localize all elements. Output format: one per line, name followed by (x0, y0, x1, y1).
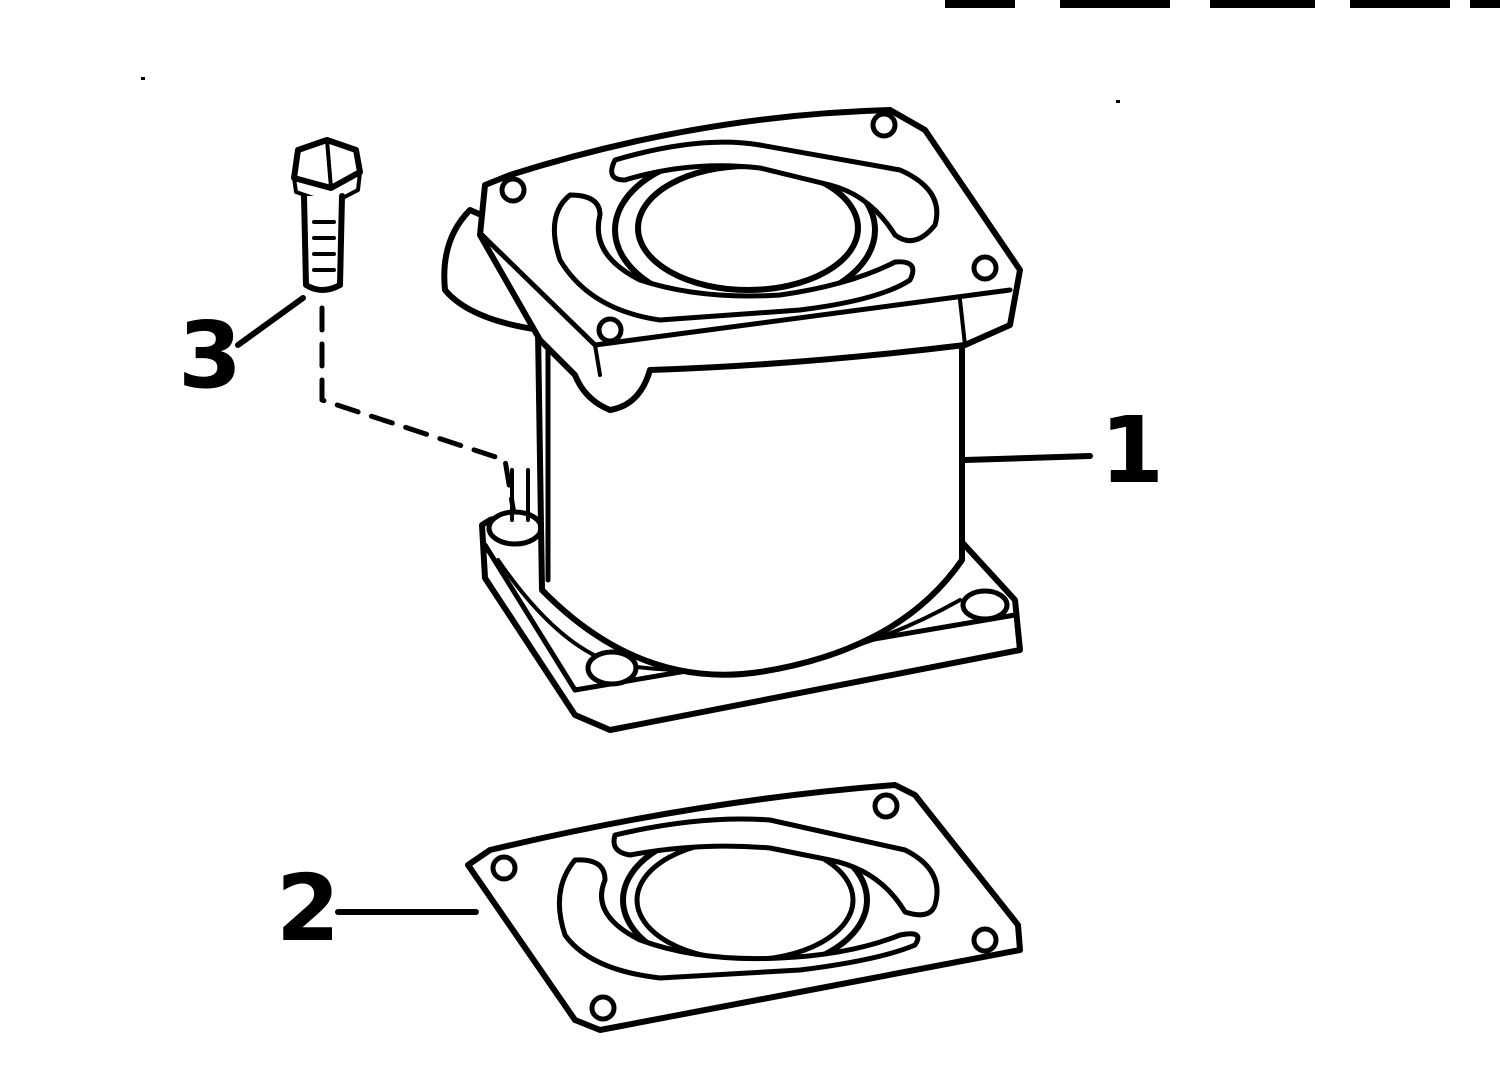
alignment-dashed-line (319, 305, 518, 523)
callout-3: 3 (178, 302, 242, 409)
cropped-header-lettering (945, 0, 1500, 8)
callout-1: 1 (1100, 397, 1164, 504)
gasket-part (465, 782, 1023, 1033)
speck (1116, 100, 1120, 103)
speck (141, 77, 145, 80)
housing-part (441, 107, 1023, 733)
callout-2: 2 (276, 855, 340, 962)
bolt-part (291, 137, 363, 293)
leader-lines (235, 295, 1093, 915)
